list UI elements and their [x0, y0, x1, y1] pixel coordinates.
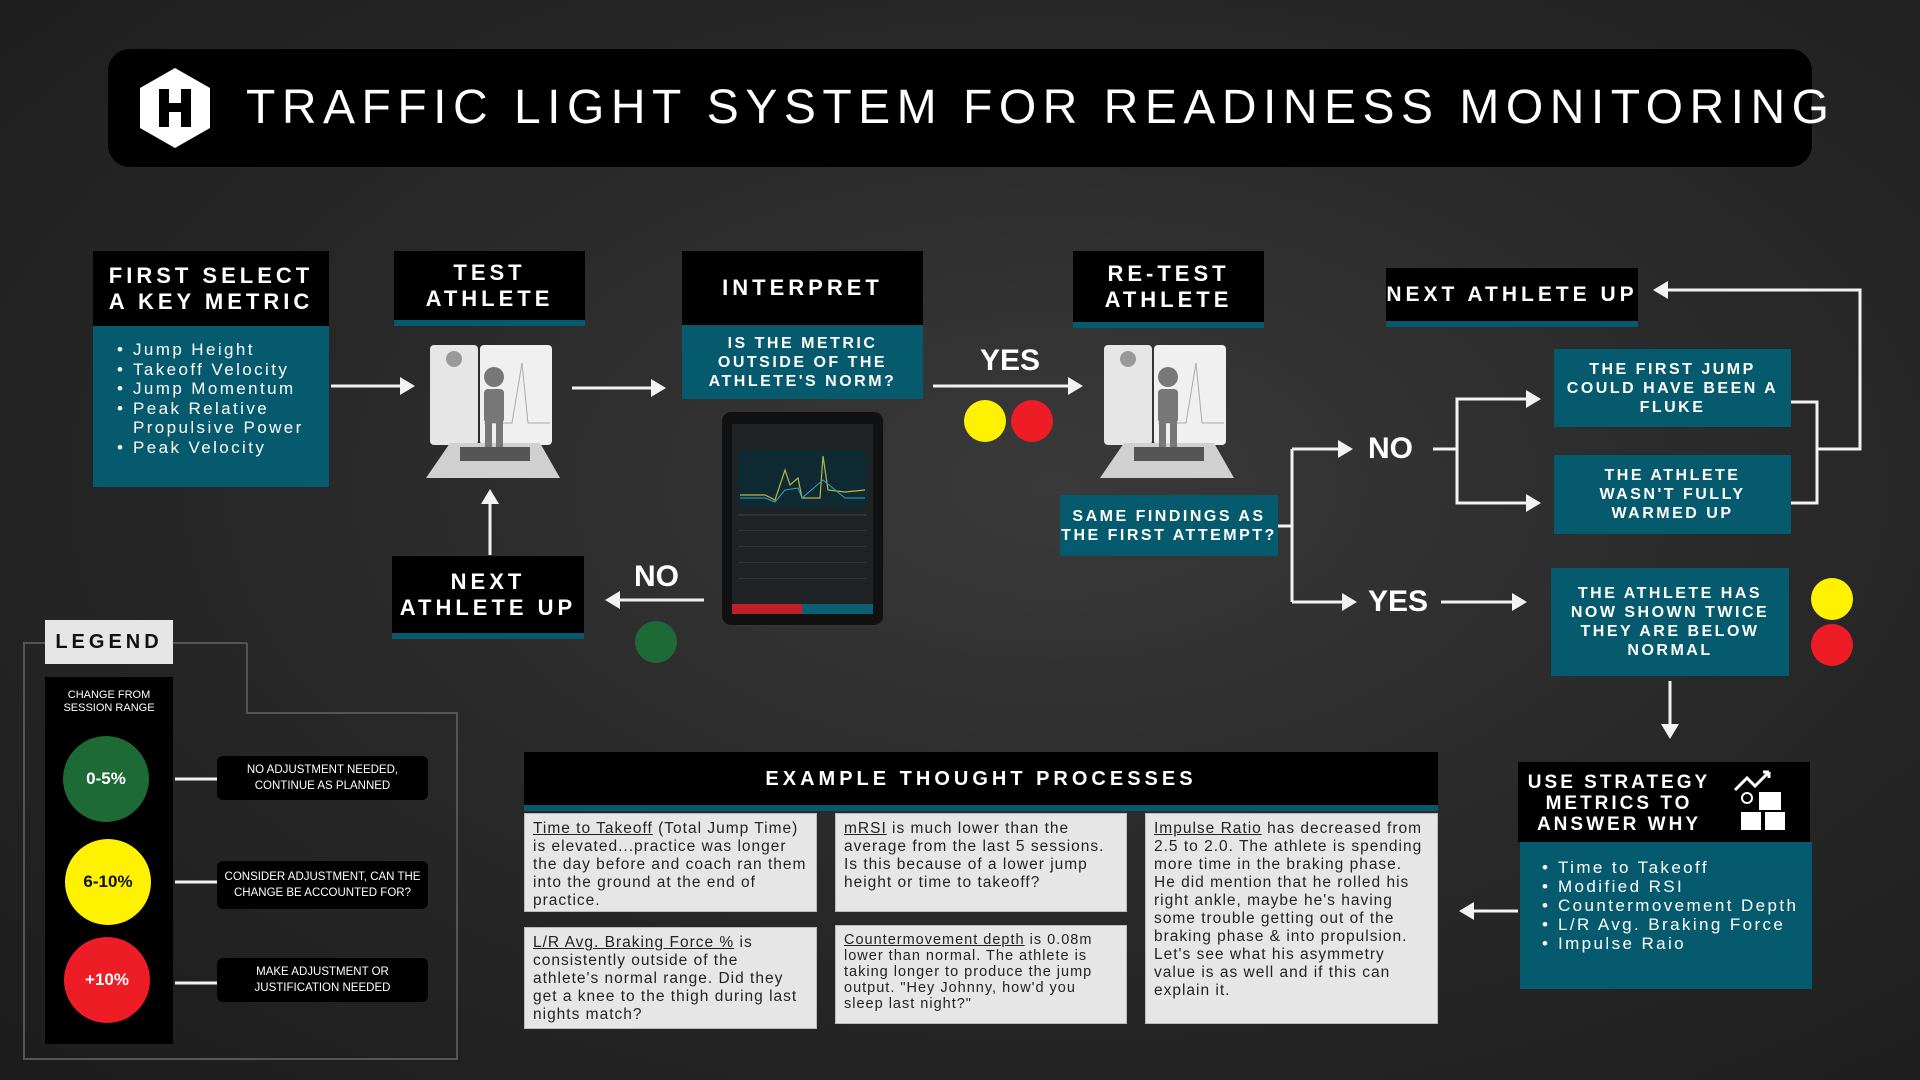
step-select-metric-header: FIRST SELECT A KEY METRIC	[93, 251, 329, 326]
yes-label: YES	[980, 344, 1041, 377]
tablet-results-icon	[720, 410, 885, 627]
metric-item: Takeoff Velocity	[115, 360, 329, 380]
step-test-athlete-header: TEST ATHLETE	[394, 251, 585, 326]
legend-title: LEGEND	[45, 620, 173, 664]
example-text: is 0.08m lower than normal. The athlete …	[844, 932, 1093, 1012]
strategy-title: USE STRATEGY METRICS TO ANSWER WHY	[1527, 771, 1711, 835]
below-normal-box: THE ATHLETE HAS NOW SHOWN TWICE THEY ARE…	[1551, 568, 1789, 676]
yellow-indicator-dot	[964, 400, 1006, 442]
legend-subtitle: CHANGE FROM SESSION RANGE	[63, 689, 155, 714]
strategy-header: USE STRATEGY METRICS TO ANSWER WHY	[1518, 762, 1810, 842]
strategy-metric-list: Time to Takeoff Modified RSI Countermove…	[1520, 842, 1812, 989]
example-text: has decreased from 2.5 to 2.0. The athle…	[1154, 820, 1423, 999]
legend-yellow-circle: 6-10%	[65, 839, 151, 925]
metric-item: Peak Velocity	[115, 438, 329, 458]
fluke-reason-box: THE FIRST JUMP COULD HAVE BEEN A FLUKE	[1554, 349, 1791, 427]
examples-header: EXAMPLE THOUGHT PROCESSES	[524, 752, 1438, 811]
strategy-metric-item: Modified RSI	[1540, 877, 1812, 896]
next-athlete-up-box: NEXT ATHLETE UP	[392, 556, 584, 639]
no-label: NO	[634, 560, 679, 593]
same-findings-question: SAME FINDINGS AS THE FIRST ATTEMPT?	[1060, 495, 1278, 556]
green-indicator-dot	[635, 621, 677, 663]
example-card: Countermovement depth is 0.08m lower tha…	[835, 925, 1127, 1024]
example-card: L/R Avg. Braking Force % is consistently…	[524, 927, 817, 1029]
page-title: TRAFFIC LIGHT SYSTEM FOR READINESS MONIT…	[246, 81, 1836, 134]
hexagon-logo-icon	[140, 68, 210, 148]
metric-item: Jump Momentum	[115, 379, 329, 399]
legend-red-circle: +10%	[64, 937, 150, 1023]
force-plate-athlete-icon	[1100, 345, 1234, 478]
legend-desc-yellow: CONSIDER ADJUSTMENT, CAN THE CHANGE BE A…	[217, 861, 428, 909]
strategy-metric-item: L/R Avg. Braking Force	[1540, 915, 1812, 934]
example-card: Time to Takeoff (Total Jump Time) is ele…	[524, 813, 817, 912]
example-text: is much lower than the average from the …	[844, 820, 1105, 891]
legend-desc-red: MAKE ADJUSTMENT OR JUSTIFICATION NEEDED	[217, 958, 428, 1002]
title-bar: TRAFFIC LIGHT SYSTEM FOR READINESS MONIT…	[108, 49, 1829, 167]
metric-name: Countermovement depth	[844, 932, 1025, 948]
step-retest-header: RE-TEST ATHLETE	[1073, 251, 1264, 328]
yes-label: YES	[1368, 585, 1429, 618]
legend-desc-green: NO ADJUSTMENT NEEDED, CONTINUE AS PLANNE…	[217, 756, 428, 800]
strategy-metric-item: Time to Takeoff	[1540, 858, 1812, 877]
strategy-metric-item: Countermovement Depth	[1540, 896, 1812, 915]
metric-name: Time to Takeoff	[533, 820, 653, 837]
metric-item: Peak Relative Propulsive Power	[115, 399, 329, 438]
red-indicator-dot	[1011, 400, 1053, 442]
interpret-question: IS THE METRIC OUTSIDE OF THE ATHLETE'S N…	[682, 325, 923, 399]
metric-name: mRSI	[844, 820, 887, 837]
no-label: NO	[1368, 432, 1413, 465]
force-plate-athlete-icon	[426, 345, 560, 478]
example-text: is consistently outside of the athlete's…	[533, 934, 798, 1023]
metric-name: L/R Avg. Braking Force %	[533, 934, 735, 951]
next-athlete-up-box: NEXT ATHLETE UP	[1386, 268, 1638, 327]
metric-name: Impulse Ratio	[1154, 820, 1262, 837]
example-text: (Total Jump Time) is elevated...practice…	[533, 820, 807, 909]
red-indicator-dot	[1811, 624, 1853, 666]
yellow-indicator-dot	[1811, 578, 1853, 620]
example-card: Impulse Ratio has decreased from 2.5 to …	[1145, 813, 1438, 1024]
key-metric-list: Jump Height Takeoff Velocity Jump Moment…	[93, 326, 329, 487]
strategy-metric-item: Impulse Raio	[1540, 934, 1812, 953]
arrow-loop-to-next-athlete	[1653, 281, 1862, 451]
metric-item: Jump Height	[115, 340, 329, 360]
legend-green-circle: 0-5%	[63, 736, 149, 822]
strategy-puzzle-chart-icon	[1733, 770, 1785, 830]
example-card: mRSI is much lower than the average from…	[835, 813, 1127, 912]
step-interpret-header: INTERPRET	[682, 251, 923, 325]
warmup-reason-box: THE ATHLETE WASN'T FULLY WARMED UP	[1554, 455, 1791, 534]
legend-outline	[23, 642, 458, 1060]
